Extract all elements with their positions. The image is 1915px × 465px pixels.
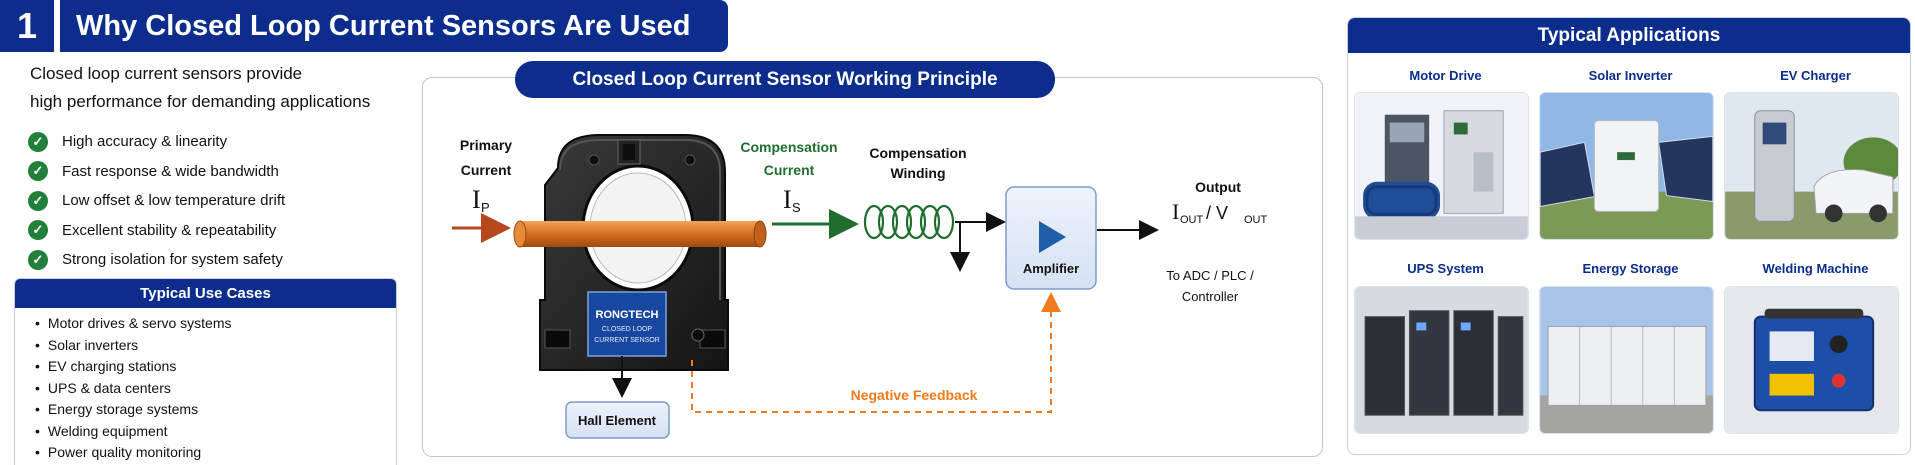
app-label-welding-machine: Welding Machine — [1762, 261, 1869, 276]
use-case-item: Power quality monitoring — [35, 442, 396, 464]
benefit-item: ✓ Fast response & wide bandwidth — [28, 157, 285, 187]
sensor-brand: RONGTECH — [596, 309, 659, 321]
use-case-item: UPS & data centers — [35, 378, 396, 400]
app-label-energy-storage: Energy Storage — [1582, 261, 1679, 276]
compensation-winding-label-1: Compensation — [869, 145, 966, 161]
use-case-item: EV charging stations — [35, 356, 396, 378]
check-circle-icon: ✓ — [28, 131, 48, 152]
play-triangle-icon — [1039, 221, 1066, 253]
primary-conductor — [513, 220, 767, 248]
section-title: Why Closed Loop Current Sensors Are Used — [60, 0, 728, 52]
benefit-item: ✓ Excellent stability & repeatability — [28, 216, 285, 246]
use-case-item: Solar inverters — [35, 335, 396, 357]
section-header: 1 Why Closed Loop Current Sensors Are Us… — [0, 0, 728, 52]
use-cases-title: Typical Use Cases — [15, 279, 396, 308]
vout-symbol: / V — [1206, 203, 1228, 223]
benefit-label: Excellent stability & repeatability — [62, 221, 277, 239]
use-case-item: Welding equipment — [35, 421, 396, 443]
use-case-item: Motor drives & servo systems — [35, 313, 396, 335]
benefits-list: ✓ High accuracy & linearity ✓ Fast respons… — [28, 127, 285, 275]
ip-symbol: I — [472, 185, 481, 214]
is-symbol: I — [783, 185, 792, 214]
applications-title: Typical Applications — [1348, 18, 1910, 53]
negative-feedback-label: Negative Feedback — [851, 387, 978, 403]
app-label-solar-inverter: Solar Inverter — [1588, 68, 1673, 83]
intro-line-2: high performance for demanding applicati… — [30, 92, 371, 111]
app-image-solar-inverter — [1539, 92, 1714, 240]
negative-feedback-path — [691, 292, 1061, 413]
hall-element-block: Hall Element — [565, 401, 670, 439]
benefit-label: Fast response & wide bandwidth — [62, 162, 279, 180]
is-subscript: S — [792, 200, 801, 215]
sensor-text-2: CURRENT SENSOR — [594, 337, 660, 344]
check-circle-icon: ✓ — [28, 190, 48, 211]
primary-current-label-2: Current — [461, 162, 512, 178]
current-sensor-module: RONGTECH CLOSED LOOP CURRENT SENSOR — [539, 134, 729, 371]
intro-line-1: Closed loop current sensors provide — [30, 64, 303, 83]
ip-subscript: P — [481, 200, 490, 215]
app-label-ups-system: UPS System — [1407, 261, 1484, 276]
compensation-current-label-2: Current — [764, 162, 815, 178]
benefit-label: Strong isolation for system safety — [62, 251, 283, 269]
app-image-welding-machine — [1724, 286, 1899, 434]
hall-element-label: Hall Element — [578, 413, 657, 428]
iout-subscript: OUT — [1180, 214, 1204, 226]
app-label-motor-drive: Motor Drive — [1409, 68, 1482, 83]
benefit-item: ✓ Low offset & low temperature drift — [28, 186, 285, 216]
sensor-text-1: CLOSED LOOP — [602, 326, 653, 333]
app-image-ev-charger — [1724, 92, 1899, 240]
primary-current-label-1: Primary — [460, 137, 512, 153]
app-image-ups-system — [1354, 286, 1529, 434]
amplifier-block: Amplifier — [1005, 186, 1097, 290]
use-case-item: Energy storage systems — [35, 399, 396, 421]
vout-subscript: OUT — [1244, 214, 1268, 226]
app-label-ev-charger: EV Charger — [1780, 68, 1851, 83]
check-circle-icon: ✓ — [28, 249, 48, 270]
principle-title: Closed Loop Current Sensor Working Princ… — [515, 61, 1055, 98]
benefit-item: ✓ High accuracy & linearity — [28, 127, 285, 157]
benefit-item: ✓ Strong isolation for system safety — [28, 245, 285, 275]
to-adc-label-2: Controller — [1182, 289, 1239, 304]
compensation-winding-label-2: Winding — [890, 165, 945, 181]
use-cases-panel: Typical Use Cases Motor drives & servo s… — [14, 278, 397, 465]
output-label: Output — [1195, 179, 1241, 195]
benefit-label: High accuracy & linearity — [62, 133, 228, 151]
check-circle-icon: ✓ — [28, 161, 48, 182]
app-image-motor-drive — [1354, 92, 1529, 240]
amplifier-label: Amplifier — [1023, 261, 1079, 276]
app-image-energy-storage — [1539, 286, 1714, 434]
applications-panel: Typical Applications Motor Drive Solar I… — [1347, 17, 1911, 455]
iout-symbol: I — [1172, 199, 1179, 224]
to-adc-label-1: To ADC / PLC / — [1166, 268, 1254, 283]
check-circle-icon: ✓ — [28, 220, 48, 241]
compensation-current-label-1: Compensation — [740, 139, 837, 155]
section-number: 1 — [0, 0, 54, 52]
use-cases-list: Motor drives & servo systems Solar inver… — [15, 308, 396, 464]
coil-icon — [863, 204, 955, 240]
intro-text: Closed loop current sensors provide high… — [30, 60, 410, 116]
benefit-label: Low offset & low temperature drift — [62, 192, 286, 210]
